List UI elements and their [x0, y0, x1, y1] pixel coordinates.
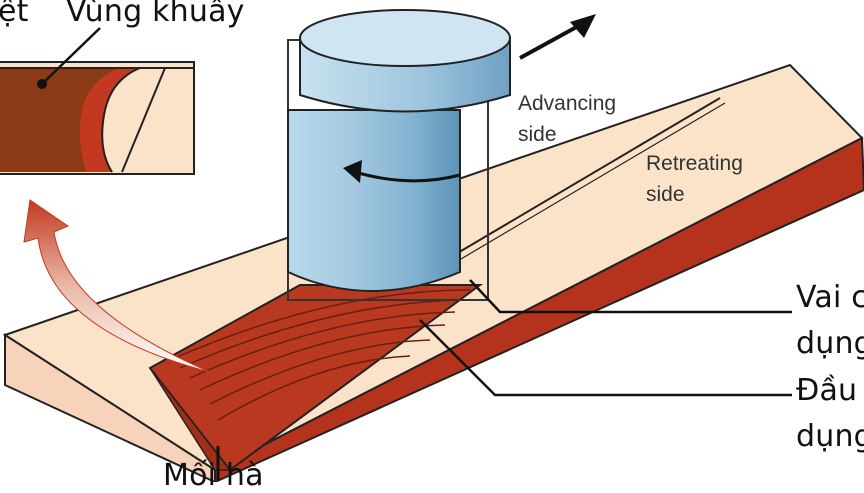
label-shoulder-line1: Vai c	[796, 280, 864, 315]
label-retreating-side: Retreating side	[646, 148, 743, 210]
weld-ripple	[199, 324, 446, 391]
rotating-tool	[287, 9, 511, 301]
travel-direction-arrow-icon	[519, 14, 596, 60]
label-advancing-side: Advancing side	[518, 88, 616, 150]
shoulder-leader-line	[469, 279, 792, 314]
plate-side-face	[214, 136, 864, 482]
label-retreating-line2: side	[646, 183, 685, 206]
weld-flow-arrow-icon	[23, 199, 211, 373]
label-shoulder: Vai c dụng	[796, 275, 864, 367]
label-pin-line1: Đầu	[796, 373, 858, 408]
weld-ripple	[209, 339, 431, 405]
rotation-arrow-head-icon	[343, 160, 362, 183]
rotation-arrow-icon	[354, 170, 461, 183]
label-top-left: ệt	[0, 0, 29, 29]
tool-cap-top	[299, 9, 511, 67]
label-advancing-line2: side	[518, 123, 557, 146]
label-retreating-line1: Retreating	[646, 152, 743, 175]
weld-ripple	[179, 299, 466, 369]
weld-root	[149, 367, 232, 471]
label-pin-line2: dụng	[796, 419, 864, 454]
label-weld: Mối hà	[163, 458, 264, 493]
label-shoulder-line2: dụng	[796, 326, 864, 361]
fsw-diagram	[0, 9, 864, 482]
tool-pin-body	[287, 109, 461, 292]
label-pin: Đầu dụng	[796, 368, 864, 460]
label-advancing-line1: Advancing	[518, 92, 617, 115]
label-stir-zone: Vùng khuấy	[66, 0, 245, 29]
plate-front-face	[4, 333, 216, 482]
weld-ripple	[169, 289, 471, 361]
weld-ripple	[189, 311, 456, 379]
weld-ripple	[217, 355, 411, 421]
weld-zone	[148, 284, 484, 472]
pin-leader-line	[419, 319, 792, 397]
stir-zone-leader	[41, 27, 101, 85]
stir-zone-inset	[0, 27, 195, 175]
